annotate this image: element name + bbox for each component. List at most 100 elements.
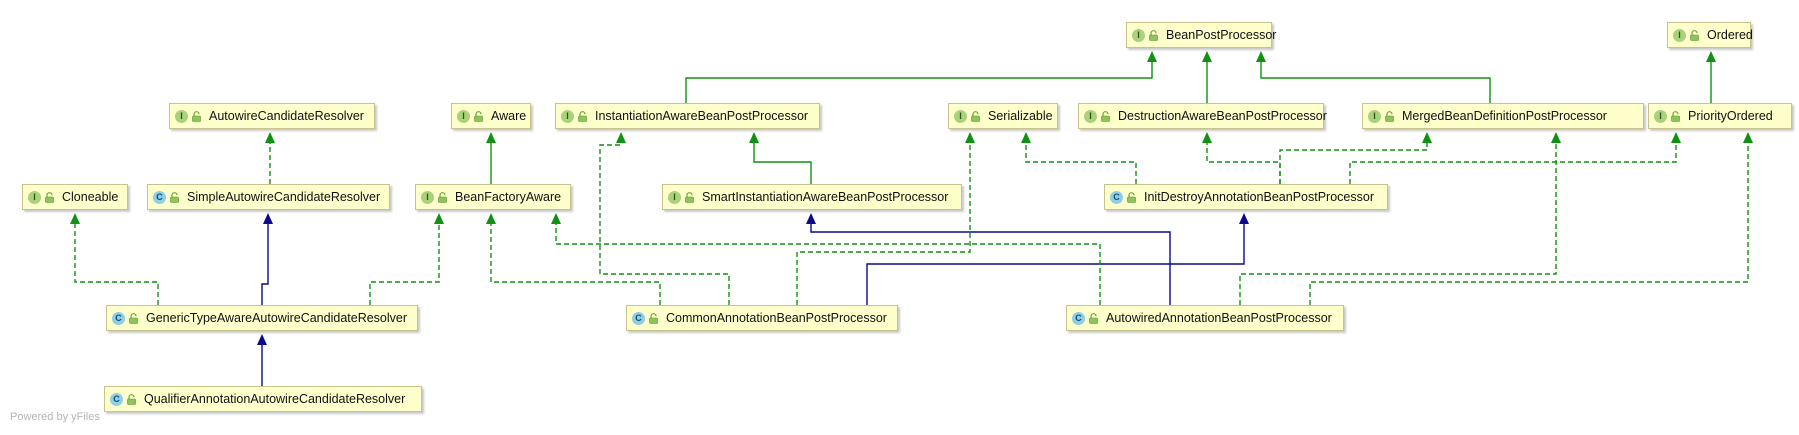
edge-arrowhead bbox=[1422, 132, 1432, 143]
edge-sacr-to-acr bbox=[265, 132, 275, 184]
node-serializable[interactable]: I Serializable bbox=[948, 103, 1058, 129]
interface-badge-icon: I bbox=[28, 190, 41, 204]
node-idabpp[interactable]: C InitDestroyAnnotationBeanPostProcessor bbox=[1104, 184, 1388, 210]
public-lock-icon bbox=[1385, 110, 1394, 122]
edge-line bbox=[490, 223, 661, 305]
node-aabpp[interactable]: C AutowiredAnnotationBeanPostProcessor bbox=[1066, 305, 1344, 331]
node-cloneable[interactable]: I Cloneable bbox=[22, 184, 128, 210]
edge-aabpp-to-siabpp bbox=[806, 213, 1171, 305]
interface-badge-icon: I bbox=[457, 109, 470, 123]
edge-cabpp-to-idabpp bbox=[866, 213, 1249, 305]
interface-badge-icon: I bbox=[1368, 109, 1381, 123]
edge-arrowhead bbox=[1202, 51, 1212, 62]
edge-idabpp-to-serializable bbox=[1021, 132, 1137, 184]
edge-aabpp-to-po bbox=[1309, 132, 1753, 305]
edge-cabpp-to-bfa bbox=[486, 213, 661, 305]
edge-gtaacr-to-cloneable bbox=[70, 213, 159, 305]
node-label: InitDestroyAnnotationBeanPostProcessor bbox=[1144, 190, 1374, 204]
public-lock-icon bbox=[474, 110, 483, 122]
edge-idabpp-to-mbdpp bbox=[1279, 132, 1432, 184]
node-label: AutowiredAnnotationBeanPostProcessor bbox=[1106, 311, 1332, 325]
edge-gtaacr-to-bfa bbox=[369, 213, 444, 305]
node-label: QualifierAnnotationAutowireCandidateReso… bbox=[144, 392, 406, 406]
edge-idabpp-to-dabpp bbox=[1202, 132, 1281, 184]
edge-arrowhead bbox=[1671, 132, 1681, 143]
interface-badge-icon: I bbox=[1654, 109, 1667, 123]
class-badge-icon: C bbox=[1072, 311, 1085, 325]
edge-line bbox=[1260, 61, 1491, 103]
class-badge-icon: C bbox=[632, 311, 645, 325]
edge-arrowhead bbox=[70, 213, 80, 224]
edge-line bbox=[1025, 142, 1137, 184]
edge-mbdpp-to-bpp bbox=[1256, 51, 1491, 103]
node-label: Serializable bbox=[988, 109, 1053, 123]
edge-line bbox=[261, 223, 269, 305]
edge-arrowhead bbox=[263, 213, 273, 224]
edge-dabpp-to-bpp bbox=[1202, 51, 1212, 103]
edge-qaacr-to-gtaacr bbox=[257, 334, 267, 386]
edge-line bbox=[810, 223, 1171, 305]
node-label: Cloneable bbox=[62, 190, 119, 204]
public-lock-icon bbox=[1101, 110, 1110, 122]
public-lock-icon bbox=[1690, 29, 1699, 41]
edge-line bbox=[599, 142, 730, 305]
public-lock-icon bbox=[438, 191, 447, 203]
edge-arrowhead bbox=[1021, 132, 1031, 143]
node-label: SimpleAutowireCandidateResolver bbox=[187, 190, 381, 204]
node-label: MergedBeanDefinitionPostProcessor bbox=[1402, 109, 1607, 123]
edge-line bbox=[1349, 142, 1677, 184]
edge-arrowhead bbox=[1147, 51, 1157, 62]
edge-line bbox=[866, 223, 1245, 305]
public-lock-icon bbox=[45, 191, 54, 203]
public-lock-icon bbox=[1149, 29, 1158, 41]
edge-cabpp-to-serializable bbox=[796, 132, 975, 305]
class-badge-icon: C bbox=[110, 392, 123, 406]
interface-badge-icon: I bbox=[1132, 28, 1145, 42]
watermark: Powered by yFiles bbox=[10, 411, 100, 423]
edge-line bbox=[74, 223, 159, 305]
edge-bfa-to-aware bbox=[486, 132, 496, 184]
edge-line bbox=[369, 223, 440, 305]
interface-badge-icon: I bbox=[954, 109, 967, 123]
class-badge-icon: C bbox=[1110, 190, 1123, 204]
edge-arrowhead bbox=[265, 132, 275, 143]
node-qaacr[interactable]: C QualifierAnnotationAutowireCandidateRes… bbox=[104, 386, 422, 412]
edge-line bbox=[555, 223, 1101, 305]
edge-arrowhead bbox=[1706, 51, 1716, 62]
node-label: Ordered bbox=[1707, 28, 1753, 42]
edge-cabpp-to-iabpp bbox=[599, 132, 730, 305]
edge-iabpp-to-bpp bbox=[685, 51, 1157, 103]
edge-aabpp-to-bfa bbox=[551, 213, 1101, 305]
public-lock-icon bbox=[1089, 312, 1098, 324]
edge-line bbox=[1309, 142, 1749, 305]
edge-line bbox=[753, 142, 812, 184]
edge-arrowhead bbox=[616, 132, 626, 143]
edge-arrowhead bbox=[551, 213, 561, 224]
edge-arrowhead bbox=[257, 334, 267, 345]
edge-arrowhead bbox=[1239, 213, 1249, 224]
interface-badge-icon: I bbox=[668, 190, 681, 204]
edge-arrowhead bbox=[749, 132, 759, 143]
interface-badge-icon: I bbox=[175, 109, 188, 123]
node-label: InstantiationAwareBeanPostProcessor bbox=[595, 109, 809, 123]
edge-arrowhead bbox=[1256, 51, 1266, 62]
node-mbdpp[interactable]: I MergedBeanDefinitionPostProcessor bbox=[1362, 103, 1644, 129]
edge-idabpp-to-po bbox=[1349, 132, 1681, 184]
edge-line bbox=[685, 61, 1153, 103]
interface-badge-icon: I bbox=[1084, 109, 1097, 123]
edge-arrowhead bbox=[806, 213, 816, 224]
edge-arrowhead bbox=[965, 132, 975, 143]
